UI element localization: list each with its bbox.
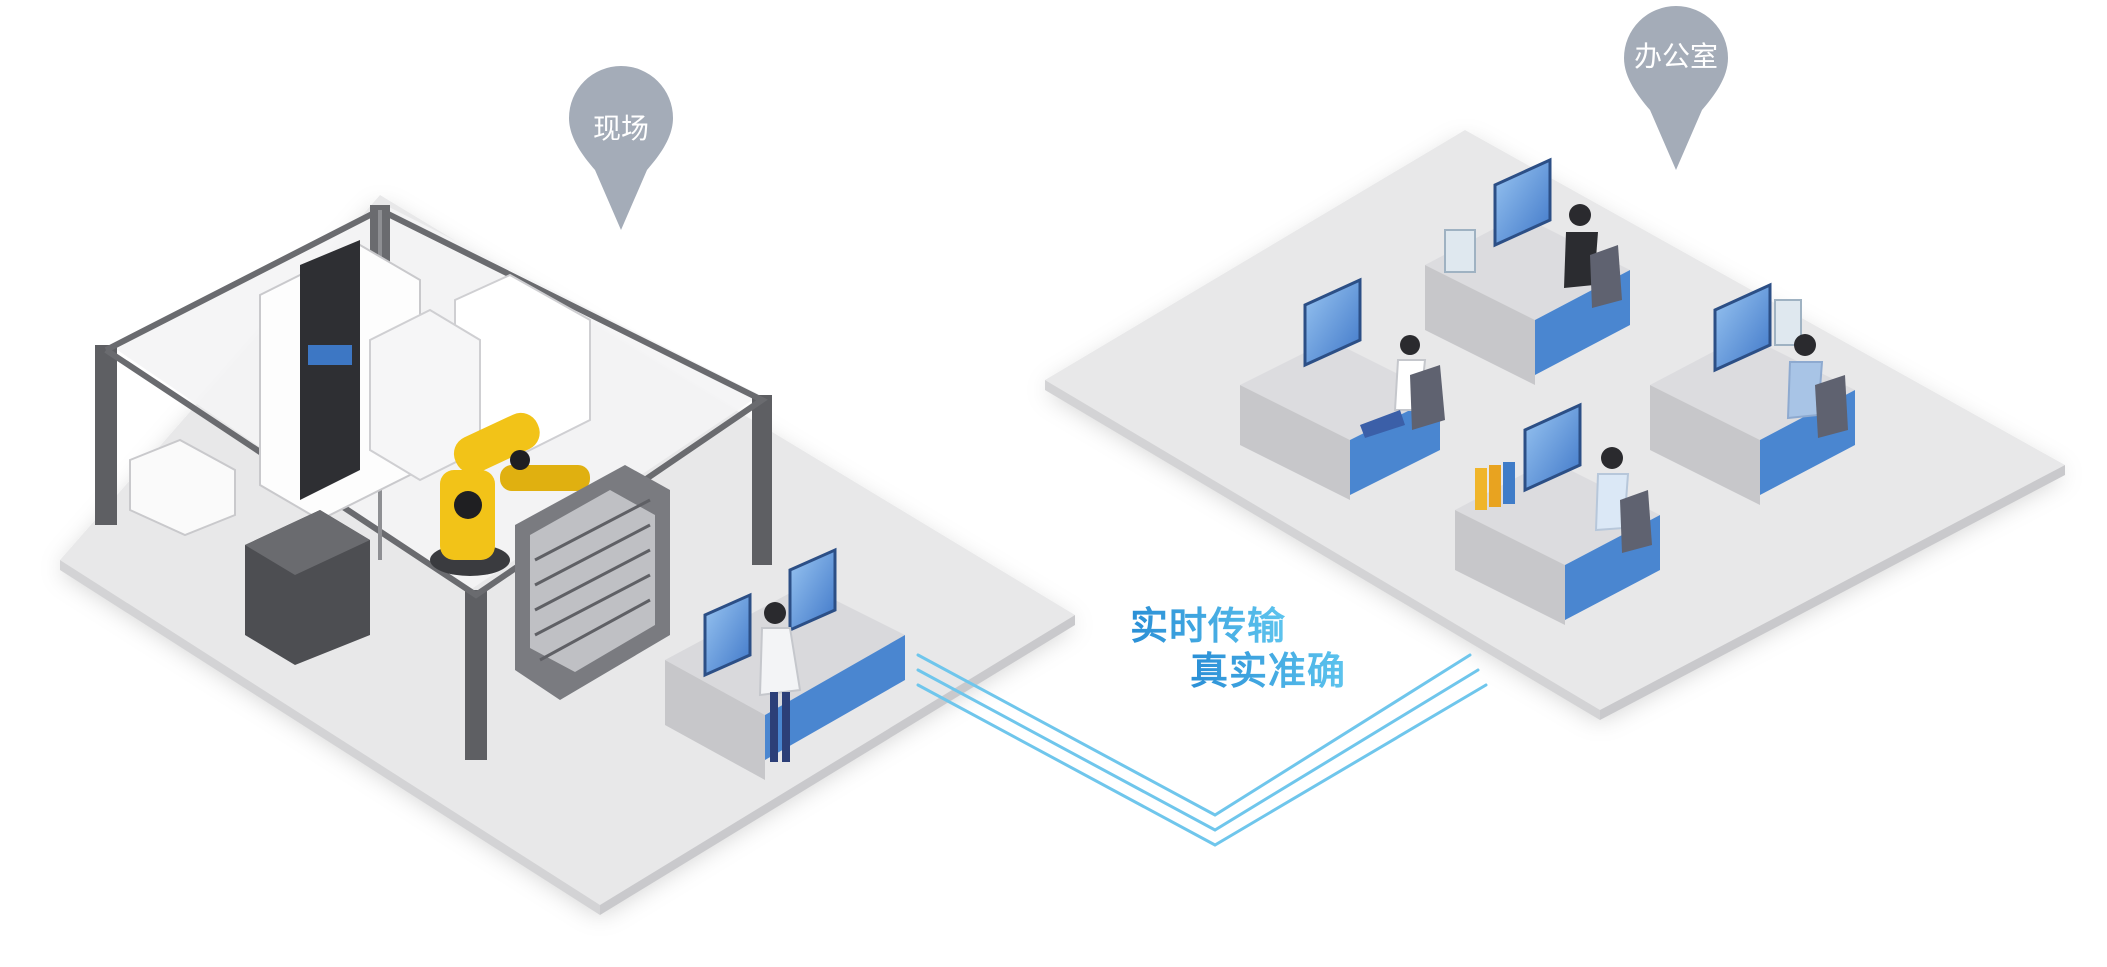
equipment-cell <box>95 205 772 760</box>
signal-line-3 <box>916 683 1488 847</box>
office-pin-label: 办公室 <box>1634 40 1718 73</box>
office-desk-1 <box>1240 277 1445 500</box>
signal-line-1 <box>916 653 1472 817</box>
operator-workstation <box>665 547 905 780</box>
slogan-line-1: 实时传输 <box>1130 595 1286 650</box>
office-area <box>1045 130 2065 720</box>
office-desk-3 <box>1455 402 1660 625</box>
storage-rack <box>515 465 670 700</box>
site-area <box>60 195 1075 915</box>
office-desk-2 <box>1425 157 1630 385</box>
robot-arm <box>430 412 590 576</box>
transmission-lines <box>916 653 1488 847</box>
site-pin-label: 现场 <box>593 112 649 145</box>
slogan-line-2: 真实准确 <box>1190 640 1346 695</box>
office-location-pin: 办公室 <box>1624 6 1728 170</box>
signal-line-2 <box>916 668 1480 832</box>
office-desk-4 <box>1650 282 1855 505</box>
site-location-pin: 现场 <box>569 66 673 230</box>
